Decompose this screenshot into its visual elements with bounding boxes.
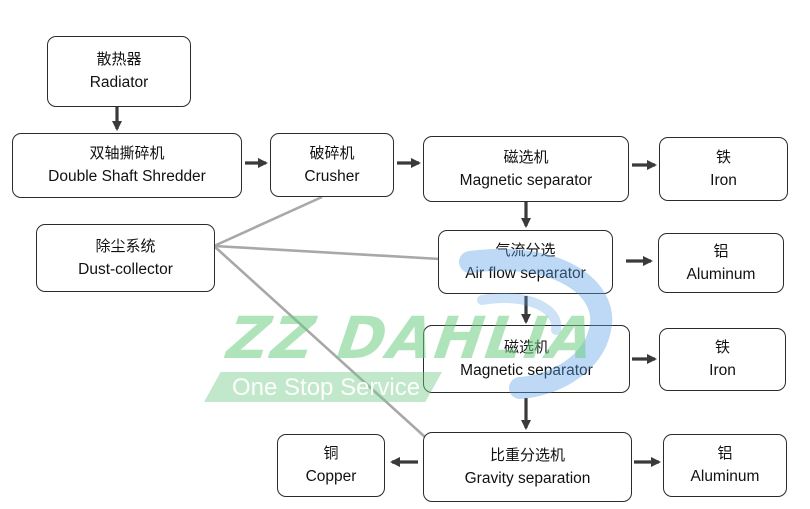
node-crusher-zh: 破碎机 <box>309 143 355 162</box>
node-gravity-en: Gravity separation <box>464 469 591 487</box>
node-airflow-zh: 气流分选 <box>495 240 556 259</box>
node-radiator-zh: 散热器 <box>96 50 142 68</box>
node-iron-2: 铁 Iron <box>659 328 786 391</box>
node-aluminum-2: 铝 Aluminum <box>663 434 787 497</box>
node-shredder-zh: 双轴撕碎机 <box>89 144 165 162</box>
node-radiator-en: Radiator <box>89 74 149 91</box>
node-iron2-zh: 铁 <box>714 338 730 356</box>
node-copper-en: Copper <box>305 468 357 485</box>
node-magnetic-separator-1: 磁选机 Magnetic separator <box>423 136 629 202</box>
node-aluminum-1: 铝 Aluminum <box>658 233 784 293</box>
node-magnetic1-zh: 磁选机 <box>503 147 549 166</box>
node-crusher: 破碎机 Crusher <box>270 133 394 197</box>
node-magnetic2-zh: 磁选机 <box>503 337 549 356</box>
node-iron1-zh: 铁 <box>715 147 731 166</box>
dust-line-to-airflow <box>213 244 441 261</box>
node-air-flow-separator: 气流分选 Air flow separator <box>438 230 613 294</box>
node-radiator: 散热器 Radiator <box>47 36 191 107</box>
node-aluminum1-zh: 铝 <box>713 241 729 260</box>
node-dust-zh: 除尘系统 <box>95 236 156 255</box>
node-aluminum2-zh: 铝 <box>717 444 733 462</box>
node-magnetic2-en: Magnetic separator <box>460 361 593 379</box>
dust-line-to-crusher <box>213 195 323 248</box>
node-iron1-en: Iron <box>710 171 737 189</box>
node-magnetic1-en: Magnetic separator <box>459 171 593 189</box>
node-crusher-en: Crusher <box>304 167 360 185</box>
node-double-shaft-shredder: 双轴撕碎机 Double Shaft Shredder <box>12 133 242 198</box>
dust-line-to-gravity <box>213 245 426 438</box>
node-copper-zh: 铜 <box>323 444 339 462</box>
node-gravity-zh: 比重分选机 <box>489 445 565 464</box>
node-gravity-separation: 比重分选机 Gravity separation <box>423 432 632 502</box>
node-aluminum2-en: Aluminum <box>690 468 760 485</box>
node-iron2-en: Iron <box>709 362 736 379</box>
node-dust-en: Dust-collector <box>78 260 173 278</box>
node-shredder-en: Double Shaft Shredder <box>48 168 206 185</box>
node-airflow-en: Air flow separator <box>465 264 586 282</box>
node-magnetic-separator-2: 磁选机 Magnetic separator <box>423 325 630 393</box>
node-copper: 铜 Copper <box>277 434 385 497</box>
node-aluminum1-en: Aluminum <box>686 265 756 283</box>
node-iron-1: 铁 Iron <box>659 137 788 201</box>
node-dust-collector: 除尘系统 Dust-collector <box>36 224 215 292</box>
